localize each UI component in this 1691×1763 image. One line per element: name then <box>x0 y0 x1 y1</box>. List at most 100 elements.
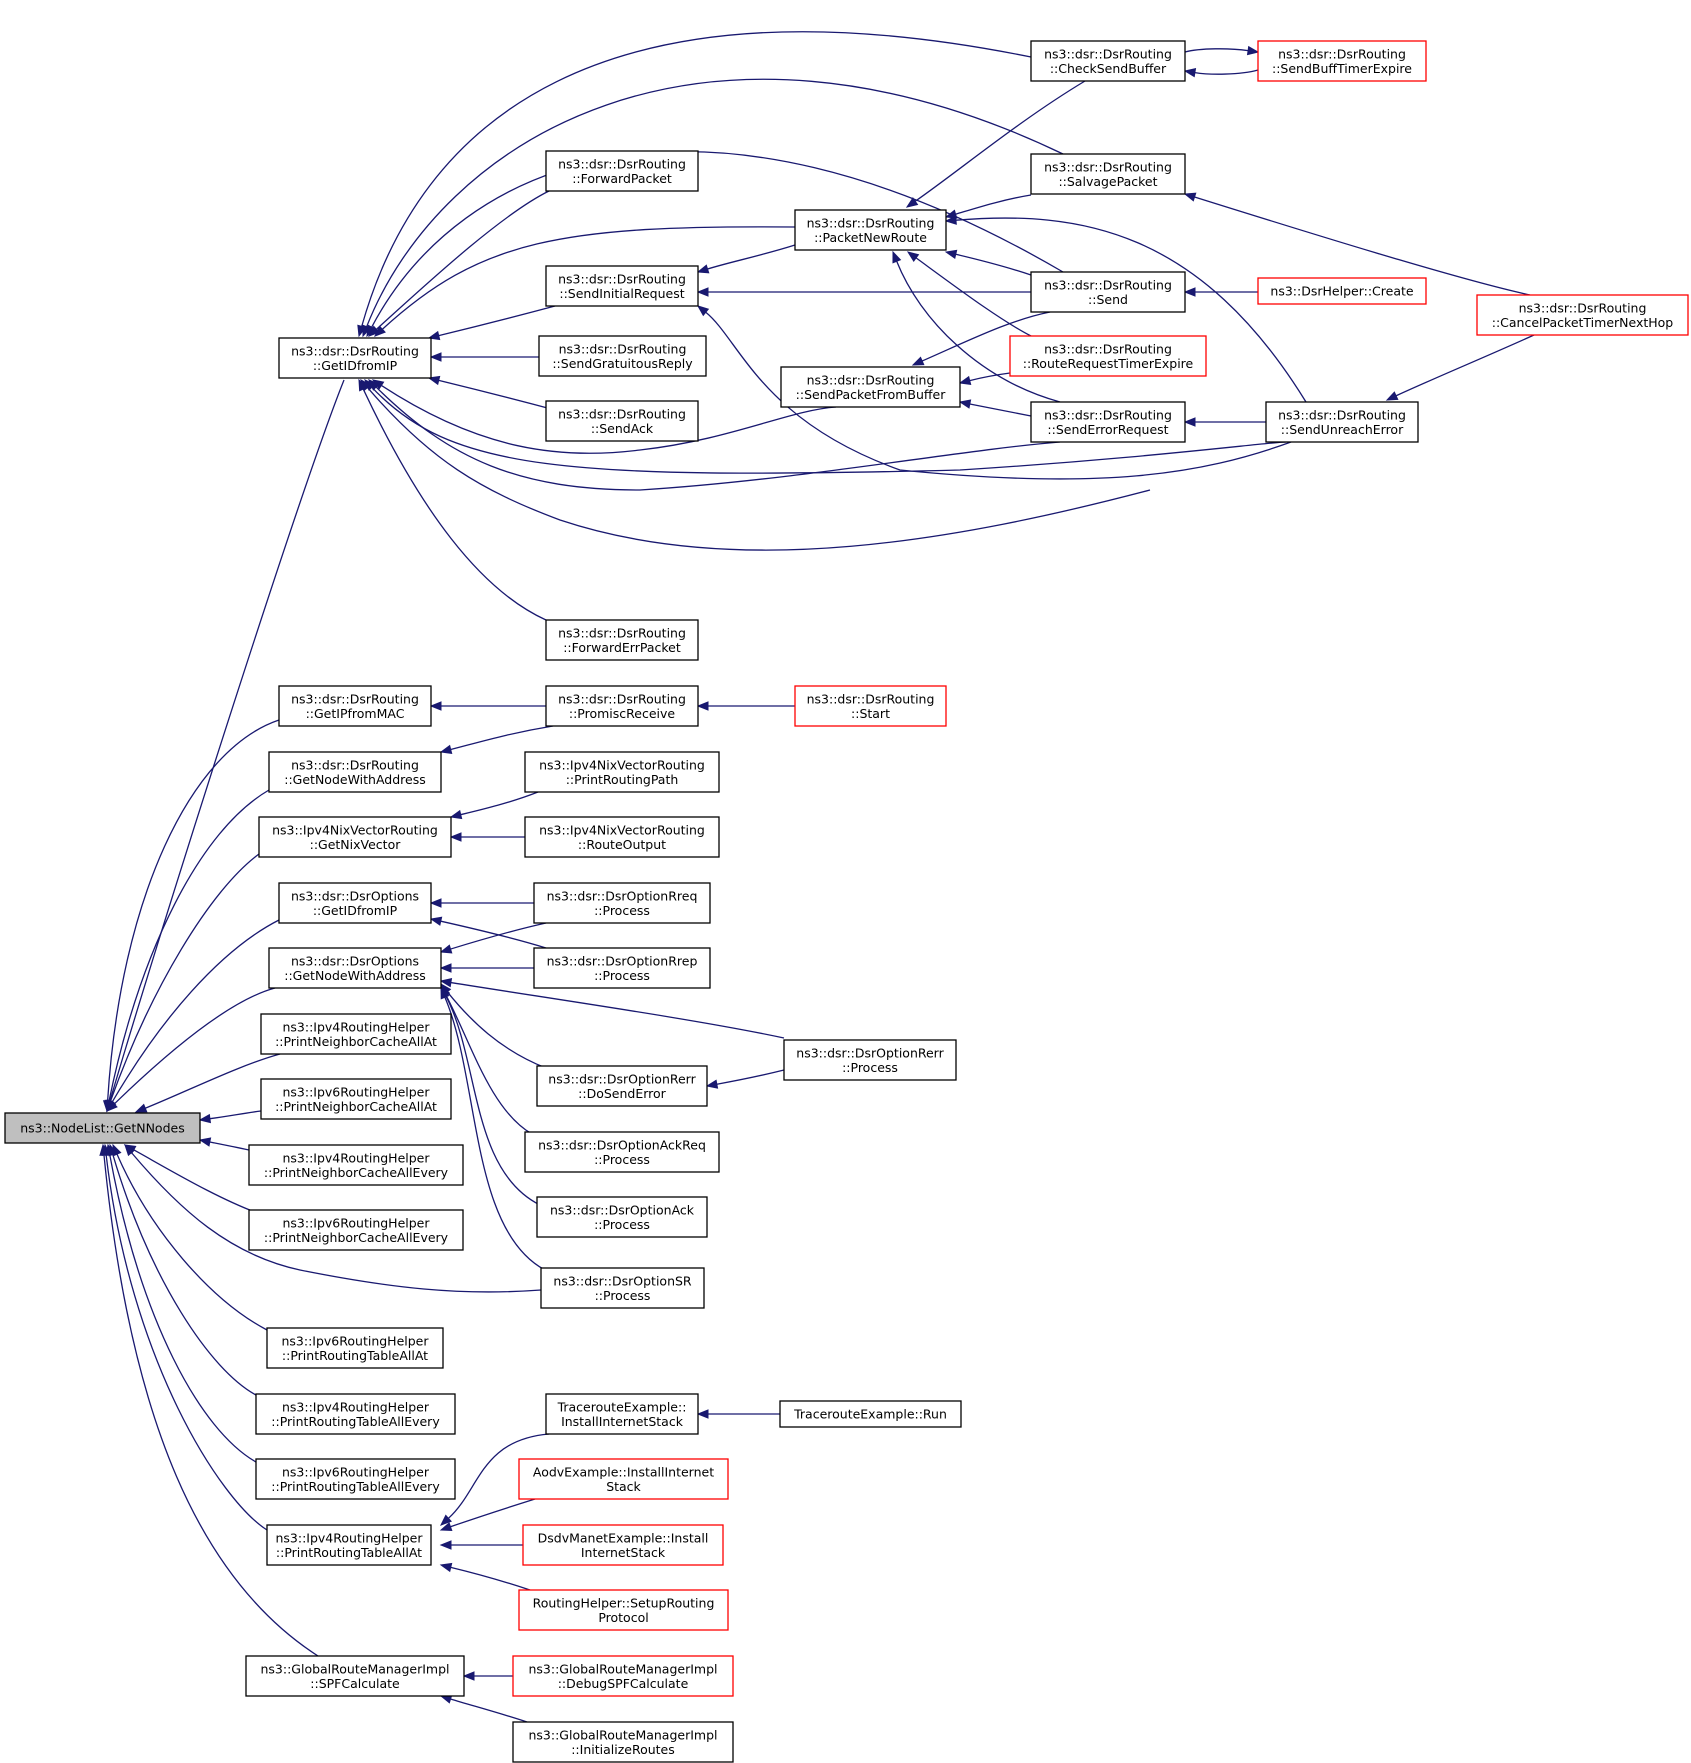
node-n9[interactable]: ns3::Ipv4RoutingHelper::PrintNeighborCac… <box>248 1144 464 1186</box>
arrowhead <box>892 250 902 264</box>
edge-n7-to-n0 <box>134 1053 281 1113</box>
node-label-line: ::PrintNeighborCacheAllAt <box>275 1099 437 1114</box>
node-n30[interactable]: TracerouteExample::InstallInternetStack <box>545 1393 699 1435</box>
node-n36[interactable]: ns3::dsr::DsrRouting::PacketNewRoute <box>794 209 947 251</box>
node-n22[interactable]: ns3::Ipv4NixVectorRouting::PrintRoutingP… <box>524 751 720 793</box>
node-label-line: Stack <box>606 1479 641 1494</box>
edge-line <box>103 1154 319 1657</box>
node-n29[interactable]: ns3::dsr::DsrOptionSR::Process <box>540 1267 705 1309</box>
node-n25[interactable]: ns3::dsr::DsrOptionRrep::Process <box>533 947 711 989</box>
node-n15[interactable]: ns3::GlobalRouteManagerImpl::SPFCalculat… <box>245 1655 465 1697</box>
node-n31[interactable]: AodvExample::InstallInternetStack <box>518 1458 729 1500</box>
node-box <box>245 1655 465 1697</box>
node-n41[interactable]: ns3::dsr::DsrRouting::CheckSendBuffer <box>1030 40 1186 82</box>
edge-n21-to-n3 <box>439 725 554 754</box>
node-label-line: ns3::dsr::DsrRouting <box>558 271 686 286</box>
node-n23[interactable]: ns3::Ipv4NixVectorRouting::RouteOutput <box>524 816 720 858</box>
node-n34[interactable]: ns3::GlobalRouteManagerImpl::DebugSPFCal… <box>512 1655 734 1697</box>
node-n32[interactable]: DsdvManetExample::InstallInternetStack <box>522 1524 724 1566</box>
arrowhead <box>1385 391 1399 401</box>
node-label-line: ::SendPacketFromBuffer <box>796 387 947 402</box>
node-label-line: ns3::Ipv4NixVectorRouting <box>539 822 705 837</box>
node-n16[interactable]: ns3::dsr::DsrRouting::ForwardPacket <box>545 150 699 192</box>
edge-n8-to-n0 <box>198 1110 262 1124</box>
node-n40[interactable]: TracerouteExample::Run <box>779 1400 962 1428</box>
arrowhead <box>429 352 442 362</box>
node-n38[interactable]: ns3::dsr::DsrRouting::Start <box>794 685 947 727</box>
edge-line <box>130 1152 542 1293</box>
edge-n43-to-n37 <box>911 311 1051 366</box>
node-n37[interactable]: ns3::dsr::DsrRouting::SendPacketFromBuff… <box>780 366 961 408</box>
node-n17[interactable]: ns3::dsr::DsrRouting::SendInitialRequest <box>545 265 699 307</box>
node-box <box>512 1721 734 1763</box>
node-n48[interactable]: ns3::dsr::DsrRouting::SendUnreachError <box>1265 401 1419 443</box>
node-n13[interactable]: ns3::Ipv6RoutingHelper::PrintRoutingTabl… <box>255 1458 456 1500</box>
edge-n48-to-n36 <box>944 215 1307 403</box>
node-n42[interactable]: ns3::dsr::DsrRouting::SalvagePacket <box>1030 153 1186 195</box>
edge-n38-to-n21 <box>696 701 795 711</box>
node-n10[interactable]: ns3::Ipv6RoutingHelper::PrintNeighborCac… <box>248 1209 464 1251</box>
node-label-line: ns3::dsr::DsrRouting <box>558 625 686 640</box>
node-n18[interactable]: ns3::dsr::DsrRouting::SendGratuitousRepl… <box>538 335 707 377</box>
node-n8[interactable]: ns3::Ipv6RoutingHelper::PrintNeighborCac… <box>260 1078 452 1120</box>
node-label-line: ns3::Ipv4RoutingHelper <box>275 1530 423 1545</box>
node-label-line: ::SendAck <box>591 421 654 436</box>
node-n12[interactable]: ns3::Ipv4RoutingHelper::PrintRoutingTabl… <box>255 1393 456 1435</box>
node-n6[interactable]: ns3::dsr::DsrOptions::GetNodeWithAddress <box>268 947 442 989</box>
node-n47[interactable]: ns3::DsrHelper::Create <box>1257 277 1427 305</box>
node-box <box>255 1458 456 1500</box>
node-n44[interactable]: ns3::dsr::DsrRouting::RouteRequestTimerE… <box>1009 335 1207 377</box>
node-label-line: ns3::GlobalRouteManagerImpl <box>260 1661 449 1676</box>
node-n19[interactable]: ns3::dsr::DsrRouting::SendAck <box>545 400 699 442</box>
node-n27[interactable]: ns3::dsr::DsrOptionAckReq::Process <box>524 1131 720 1173</box>
node-n2[interactable]: ns3::dsr::DsrRouting::GetIPfromMAC <box>278 685 432 727</box>
edge-line <box>914 80 1086 202</box>
node-n24[interactable]: ns3::dsr::DsrOptionRreq::Process <box>533 882 711 924</box>
node-n11[interactable]: ns3::Ipv6RoutingHelper::PrintRoutingTabl… <box>266 1327 444 1369</box>
node-label-line: ::RouteOutput <box>578 837 666 852</box>
edge-n48-to-n17 <box>696 305 1292 480</box>
node-n5[interactable]: ns3::dsr::DsrOptions::GetIDfromIP <box>278 882 432 924</box>
node-n28[interactable]: ns3::dsr::DsrOptionAck::Process <box>536 1196 708 1238</box>
node-n39[interactable]: ns3::dsr::DsrOptionRerr::Process <box>783 1039 957 1081</box>
arrowhead <box>696 1409 709 1419</box>
edge-line <box>955 253 1032 276</box>
node-n45[interactable]: ns3::dsr::DsrRouting::SendErrorRequest <box>1030 401 1186 443</box>
node-n4[interactable]: ns3::Ipv4NixVectorRouting::GetNixVector <box>258 816 452 858</box>
nodes-layer: ns3::NodeList::GetNNodes ns3::dsr::DsrRou… <box>4 40 1689 1763</box>
node-label-line: ns3::dsr::DsrRouting <box>1519 300 1647 315</box>
arrowhead <box>958 399 972 409</box>
edge-line <box>145 1053 281 1109</box>
node-n7[interactable]: ns3::Ipv4RoutingHelper::PrintNeighborCac… <box>260 1013 452 1055</box>
arrowhead <box>911 356 925 366</box>
node-box <box>512 1655 734 1697</box>
arrowhead <box>427 375 441 386</box>
edge-n20-to-n1 <box>358 378 547 621</box>
node-label-line: ::DebugSPFCalculate <box>558 1676 689 1691</box>
arrowhead <box>429 916 443 926</box>
node-n49[interactable]: ns3::dsr::DsrRouting::CancelPacketTimerN… <box>1476 294 1689 336</box>
arrowhead <box>696 701 709 711</box>
node-label-line: ::Start <box>851 706 890 721</box>
node-n0[interactable]: ns3::NodeList::GetNNodes <box>4 1112 201 1144</box>
arrowhead <box>906 251 920 263</box>
node-n3[interactable]: ns3::dsr::DsrRouting::GetNodeWithAddress <box>268 751 442 793</box>
node-n14[interactable]: ns3::Ipv4RoutingHelper::PrintRoutingTabl… <box>266 1524 432 1566</box>
node-n35[interactable]: ns3::GlobalRouteManagerImpl::InitializeR… <box>512 1721 734 1763</box>
node-n43[interactable]: ns3::dsr::DsrRouting::Send <box>1030 271 1186 313</box>
edge-line <box>108 789 270 1102</box>
node-n20[interactable]: ns3::dsr::DsrRouting::ForwardErrPacket <box>545 619 699 661</box>
node-n46[interactable]: ns3::dsr::DsrRouting::SendBuffTimerExpir… <box>1257 40 1427 82</box>
node-n26[interactable]: ns3::dsr::DsrOptionRerr::DoSendError <box>536 1065 708 1107</box>
node-label-line: ns3::Ipv6RoutingHelper <box>282 1464 430 1479</box>
edges-layer <box>99 31 1535 1723</box>
node-label-line: ns3::Ipv6RoutingHelper <box>282 1084 430 1099</box>
node-n1[interactable]: ns3::dsr::DsrRouting::GetIDfromIP <box>278 337 432 379</box>
arrowhead <box>198 1137 212 1147</box>
node-label-line: ns3::dsr::DsrRouting <box>1278 407 1406 422</box>
node-box <box>268 947 442 989</box>
node-n21[interactable]: ns3::dsr::DsrRouting::PromiscReceive <box>545 685 699 727</box>
edge-line <box>1194 196 1531 296</box>
